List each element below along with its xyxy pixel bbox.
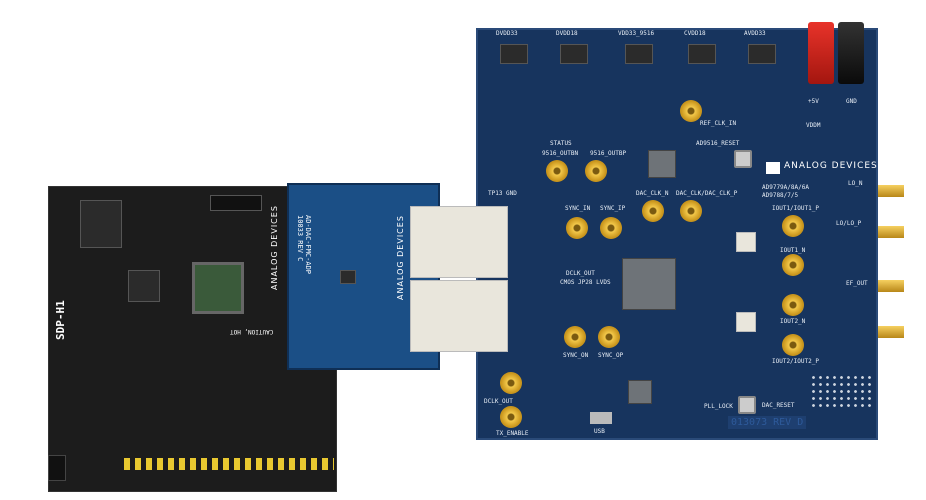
reset-9516-label: AD9516_RESET [696,140,740,147]
usb-controller-chip [628,380,652,404]
power-jack [48,455,66,481]
iout1-n-label: IOUT1_N [780,247,806,254]
black-banana-jack [838,22,864,84]
part-label: AD9779A/8A/6A [762,184,809,191]
iout2-p-label: IOUT2/IOUT2_P [772,358,819,365]
power-plus-label: +5V [808,98,819,105]
sync-op-label: SYNC_OP [598,352,624,359]
ef-out-label: EF_OUT [846,280,868,287]
lo-p-label: LO/LO_P [836,220,862,227]
dac-evaluation-board [476,28,878,440]
fmc-board-revision: 10033 REV C [296,215,304,262]
iout2-p-sma-connector [782,334,804,356]
dac-reset-button [738,396,756,414]
outbp-sma-connector [585,160,607,182]
dac-clk-p-label: DAC_CLK/DAC_CLK_P [676,190,738,197]
regulator-chip [560,44,588,64]
iout1-p-sma-connector [782,215,804,237]
processor-chip [128,270,160,302]
usb-connector [590,412,612,424]
dac-chip [622,258,676,310]
sync-op-sma-connector [598,326,620,348]
analog-devices-logo-mark [766,162,780,174]
sync-ip-label: SYNC_IP [600,205,626,212]
sdp-analog-devices-logo: ANALOG DEVICES [270,205,279,290]
transformer [736,312,756,332]
red-banana-jack [808,22,834,84]
ad9516-reset-button [734,150,752,168]
rail-label: VDD33_9516 [618,30,655,37]
status-label: STATUS [550,140,572,147]
ref-clk-label: REF_CLK_IN [700,120,737,127]
iout2-n-label: IOUT2_N [780,318,806,325]
dclk-out-bottom-label: DCLK_OUT [484,398,513,405]
sync-ip-sma-connector [600,217,622,239]
prototype-via-grid [810,374,872,410]
gold-edge-pads [124,458,334,470]
dclk-out-label: DCLK_OUT [566,270,595,277]
sdp-board-name: SDP-H1 [54,300,67,340]
fpga-chip [192,262,244,314]
ref-clk-sma-connector [680,100,702,122]
outbp-label: 9516_OUTBP [590,150,627,157]
memory-chip [80,200,122,248]
regulator-chip [500,44,528,64]
regulator-chip [748,44,776,64]
sync-in-sma-connector [566,217,588,239]
sync-in-label: SYNC_IN [565,205,591,212]
dac-clk-p-sma-connector [680,200,702,222]
rail-label: AVDD33 [744,30,766,37]
part-label: AD9788/7/5 [762,192,799,199]
sync-on-sma-connector [564,326,586,348]
fmc-connector-lower [410,280,508,352]
rail-label: DVDD33 [496,30,518,37]
fmc-connector-upper [410,206,508,278]
iout2-n-sma-connector [782,294,804,316]
dac-reset-label: DAC_RESET [762,402,795,409]
lo-p-side-sma [878,226,904,238]
sync-on-label: SYNC_ON [563,352,589,359]
regulator-chip [625,44,653,64]
rail-label: CVDD18 [684,30,706,37]
usb-label: USB [594,428,605,435]
rail-label: DVDD18 [556,30,578,37]
caution-label: CAUTION, HOT [230,328,274,335]
tx-enable-sma-connector [500,406,522,428]
output-side-sma [878,326,904,338]
lo-n-label: LO_N [848,180,863,187]
transformer [736,232,756,252]
pll-lock-label: PLL_LOCK [704,403,733,410]
iout1-p-label: IOUT1/IOUT1_P [772,205,819,212]
cmos-lvds-label: CMOS JP28 LVDS [560,279,611,286]
header-connector [210,195,262,211]
regulator-chip [688,44,716,64]
lo-n-side-sma [878,185,904,197]
board-revision: 013073 REV D [728,416,807,429]
fmc-analog-devices-logo: ANALOG DEVICES [396,215,405,300]
power-gnd-label: GND [846,98,857,105]
outbn-label: 9516_OUTBN [542,150,579,157]
dac-clk-n-sma-connector [642,200,664,222]
tx-enable-label: TX_ENABLE [496,430,529,437]
vddm-label: VDDM [806,122,821,129]
ad9516-chip [648,150,676,178]
ef-out-side-sma [878,280,904,292]
analog-devices-logo: ANALOG DEVICES [784,161,878,171]
fmc-ic [340,270,356,284]
gnd-testpoint-label: TP13 GND [488,190,517,197]
outbn-sma-connector [546,160,568,182]
iout1-n-sma-connector [782,254,804,276]
dclk-out-sma-connector [500,372,522,394]
fmc-board-name: AD-DAC-FMC-ADP [304,215,312,275]
dac-clk-n-label: DAC_CLK_N [636,190,669,197]
